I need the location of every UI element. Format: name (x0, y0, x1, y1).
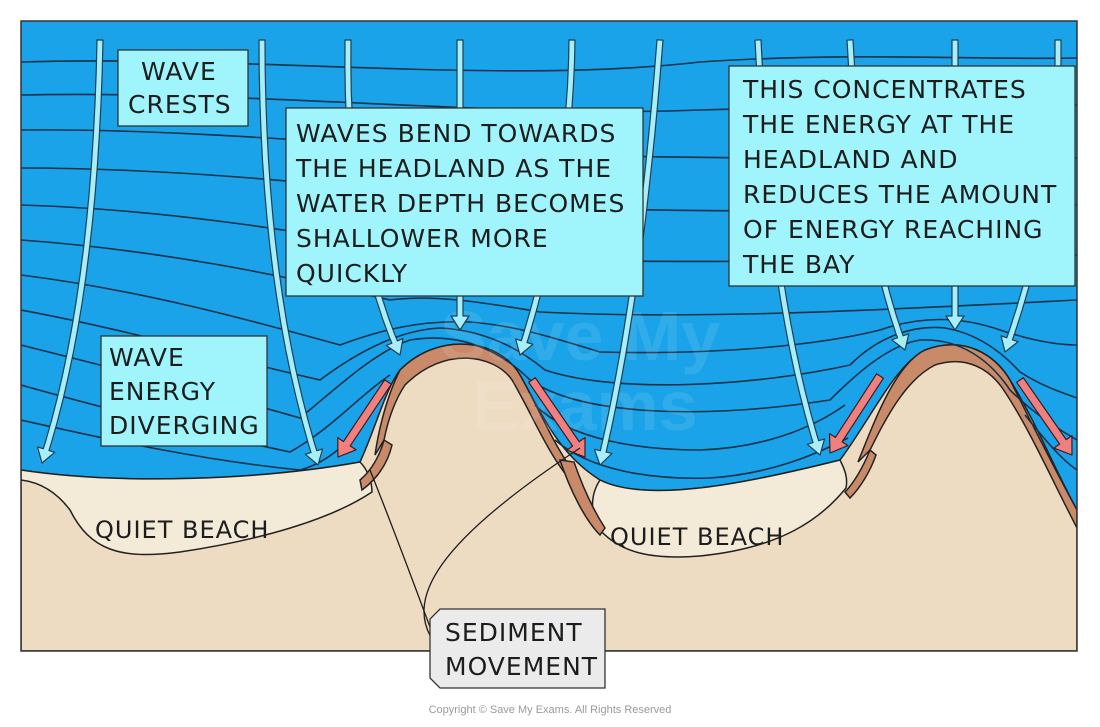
label-waves-bend-line-3: WATER DEPTH BECOMES (296, 189, 625, 218)
watermark-line-2: Exams (472, 367, 698, 445)
label-wave-energy-box (100, 335, 268, 447)
cliff-right-west (843, 448, 877, 500)
label-wave-crests-line-1: WAVE (141, 57, 217, 86)
label-waves-bend-line-5: QUICKLY (296, 259, 408, 288)
label-waves-bend-box (285, 107, 644, 297)
wave-crest-line (21, 309, 1077, 399)
label-sediment-line-1: SEDIMENT (445, 618, 583, 647)
energy-arrow (337, 379, 392, 458)
energy-arrow (828, 373, 884, 454)
label-concentrates-line-4: REDUCES THE AMOUNT (743, 180, 1057, 209)
cliff-right-headland (857, 344, 1077, 529)
label-concentrates-box (728, 65, 1076, 287)
label-concentrates-line-3: HEADLAND AND (743, 145, 959, 174)
label-waves-bend-line-1: WAVES BEND TOWARDS (296, 119, 616, 148)
label-waves-bend: WAVES BEND TOWARDS THE HEADLAND AS THE W… (285, 107, 644, 297)
wave-crest-line (21, 274, 1077, 354)
label-quiet-beach-right: QUIET BEACH (610, 523, 784, 551)
copyright-text: Copyright © Save My Exams. All Rights Re… (429, 704, 672, 716)
label-concentrates-line-2: THE ENERGY AT THE (742, 110, 1015, 139)
label-concentrates: THIS CONCENTRATES THE ENERGY AT THE HEAD… (728, 65, 1076, 287)
beach-left (21, 461, 373, 556)
watermark-line-1: Save My (440, 297, 720, 375)
wave-crest-line (534, 404, 846, 451)
energy-arrows (337, 373, 1073, 458)
wave-crest-line (21, 374, 391, 453)
label-wave-crests: WAVE CRESTS (117, 49, 249, 127)
label-sediment-line-2: MOVEMENT (445, 652, 598, 681)
label-waves-bend-line-2: THE HEADLAND AS THE (295, 154, 612, 183)
label-concentrates-line-1: THIS CONCENTRATES (742, 75, 1027, 104)
label-wave-crests-box (117, 49, 249, 127)
label-wave-energy-diverging: WAVE ENERGY DIVERGING (100, 335, 268, 447)
cliff-left-west (359, 438, 393, 492)
sediment-path-from-right (423, 447, 581, 647)
wave-crest-line (21, 239, 1077, 316)
label-wave-energy-line-3: DIVERGING (109, 411, 260, 440)
wave-crest-line (554, 437, 849, 480)
energy-arrow (1016, 377, 1073, 456)
energy-arrow (528, 377, 586, 458)
label-sediment-box (429, 608, 606, 689)
wave-arrow (258, 39, 324, 466)
label-concentrates-line-5: OF ENERGY REACHING (743, 215, 1044, 244)
label-wave-energy-line-2: ENERGY (109, 377, 216, 406)
wave-crest-line (21, 337, 1077, 441)
label-sediment-movement: SEDIMENT MOVEMENT (429, 608, 606, 689)
label-wave-crests-line-2: CRESTS (128, 90, 232, 119)
wave-crest-line (1024, 414, 1077, 471)
cliff-left-east (558, 459, 606, 537)
label-waves-bend-line-4: SHALLOWER MORE (296, 224, 549, 253)
label-quiet-beach-left: QUIET BEACH (95, 516, 269, 544)
label-concentrates-line-6: THE BAY (742, 250, 855, 279)
wave-arrow (37, 39, 104, 464)
label-wave-energy-line-1: WAVE (109, 343, 185, 372)
